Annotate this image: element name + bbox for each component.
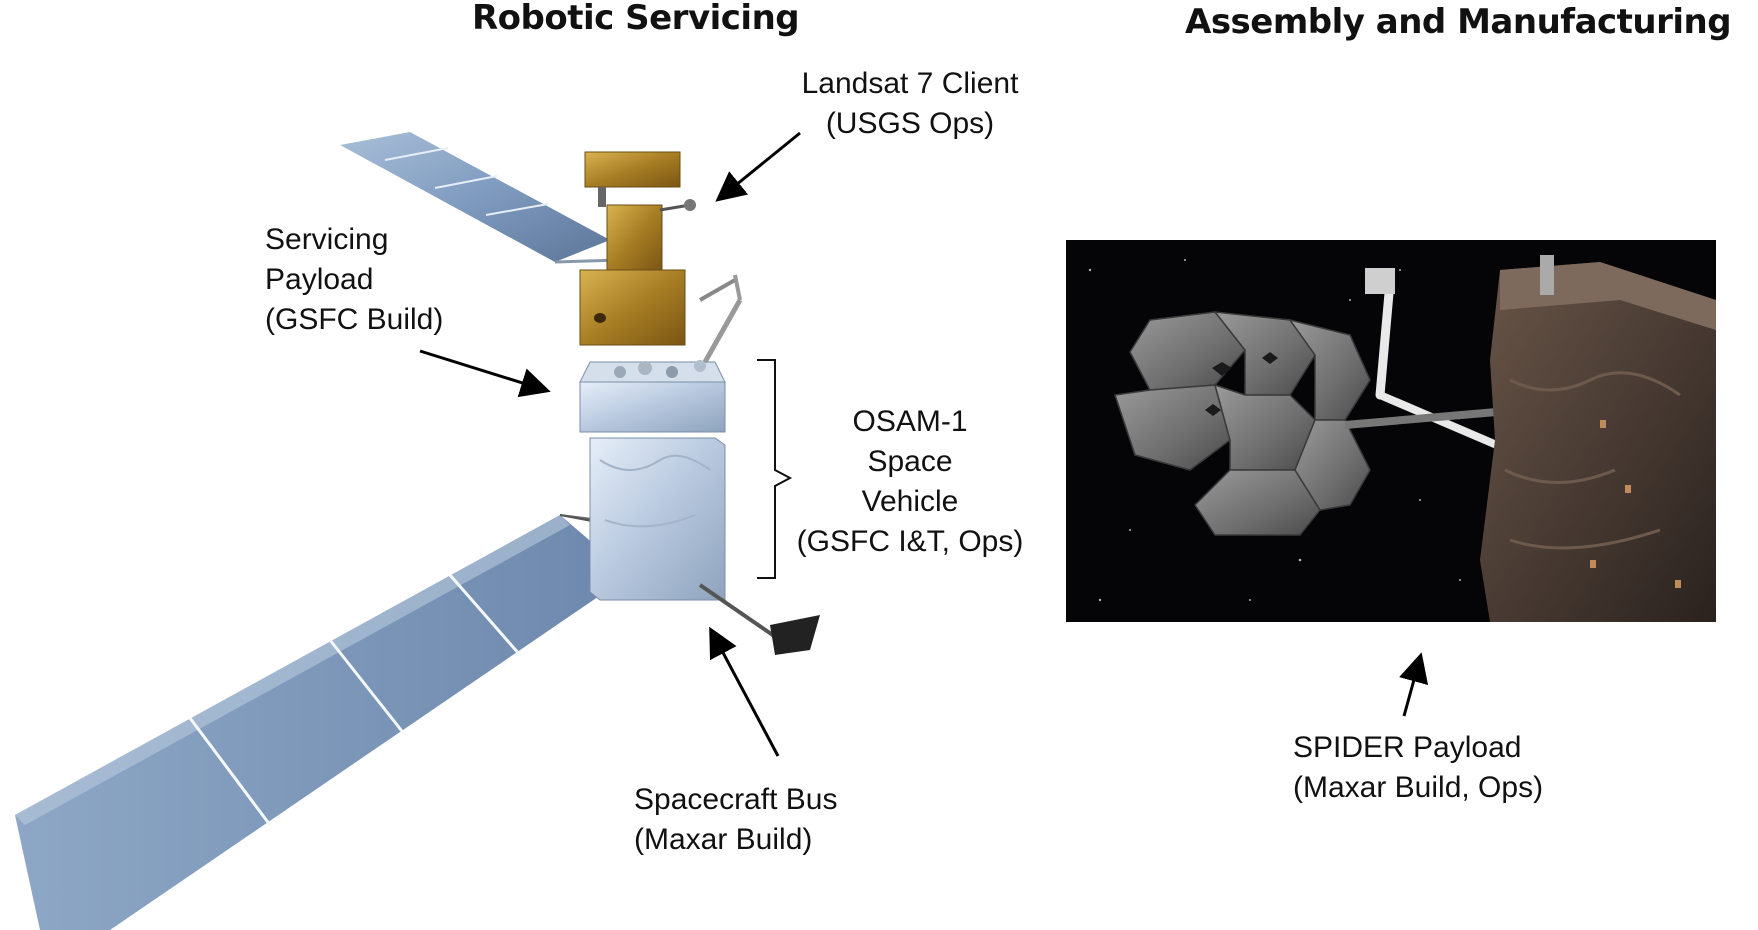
osam-label-line-2: Space <box>867 445 953 478</box>
osam-vehicle-label: OSAM-1 Space Vehicle (GSFC I&T, Ops) <box>785 402 1035 562</box>
servicing-payload-model <box>579 274 743 433</box>
osam-label-line-1: OSAM-1 <box>852 405 968 438</box>
spider-arrow <box>1399 652 1429 717</box>
robotic-servicing-title: Robotic Servicing <box>472 0 800 38</box>
assembly-manufacturing-title: Assembly and Manufacturing <box>1185 2 1732 42</box>
spider-payload-label: SPIDER Payload (Maxar Build, Ops) <box>1293 728 1543 808</box>
spacecraft-bus-model <box>589 437 820 655</box>
bus-label-line-1: Spacecraft Bus <box>634 783 838 816</box>
osam-bracket <box>757 359 793 579</box>
landsat-client-label: Landsat 7 Client (USGS Ops) <box>790 64 1030 144</box>
spacecraft-bus-label: Spacecraft Bus (Maxar Build) <box>634 780 837 860</box>
servicing-label-line-1: Servicing <box>265 223 389 256</box>
servicing-payload-label: Servicing Payload (GSFC Build) <box>265 220 443 340</box>
lower-solar-array <box>15 514 651 930</box>
spider-label-line-2: (Maxar Build, Ops) <box>1293 771 1544 804</box>
osam-label-line-3: Vehicle <box>861 485 959 518</box>
spider-label-line-1: SPIDER Payload <box>1293 731 1522 764</box>
spacecraft-bus-arrow <box>709 626 780 757</box>
landsat-label-line-1: Landsat 7 Client <box>801 67 1019 100</box>
servicing-payload-arrow <box>419 349 551 398</box>
servicing-label-line-3: (GSFC Build) <box>265 303 444 336</box>
spider-render <box>1066 240 1716 622</box>
landsat-client-model <box>579 151 736 346</box>
landsat-arrow <box>715 131 801 202</box>
osam-label-line-4: (GSFC I&T, Ops) <box>796 525 1024 558</box>
landsat-label-line-2: (USGS Ops) <box>825 107 995 140</box>
servicing-label-line-2: Payload <box>265 263 374 296</box>
bus-label-line-2: (Maxar Build) <box>634 823 813 856</box>
